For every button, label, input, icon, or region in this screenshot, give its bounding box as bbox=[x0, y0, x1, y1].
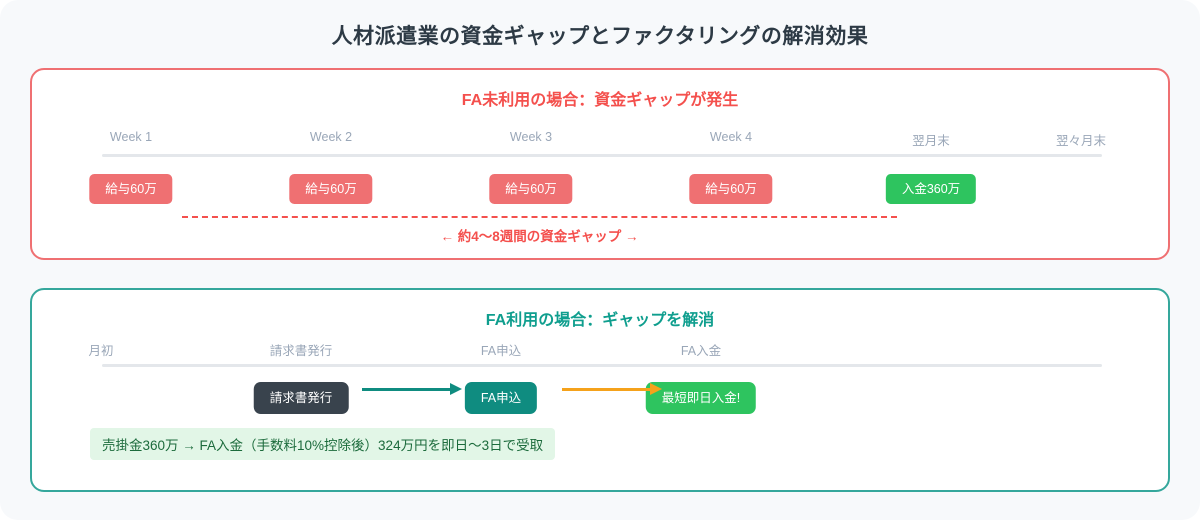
solved-timeline-axis bbox=[102, 364, 1102, 367]
solved-tick-fa-payment: FA入金 bbox=[680, 344, 722, 358]
gap-tick-week-1: Week 1 bbox=[109, 130, 153, 144]
gap-event-salary-1: 給与60万 bbox=[89, 174, 173, 204]
solved-step-fa-apply: FA申込 bbox=[464, 382, 538, 414]
card-funding-gap-title: FA未利用の場合：資金ギャップが発生 bbox=[461, 92, 739, 109]
solved-timeline: 月初 請求書発行 FA申込 FA入金 bbox=[32, 340, 1168, 367]
solved-tick-month-start: 月初 bbox=[88, 344, 114, 358]
gap-event-salary-2: 給与60万 bbox=[289, 174, 373, 204]
gap-tick-week-4: Week 4 bbox=[709, 130, 753, 144]
solved-tick-fa-apply: FA申込 bbox=[480, 344, 522, 358]
gap-timeline-tick-labels: Week 1 Week 2 Week 3 Week 4 翌月末 翌々月末 bbox=[32, 130, 1168, 150]
card-funding-gap: FA未利用の場合：資金ギャップが発生 Week 1 Week 2 Week 3 … bbox=[30, 68, 1170, 260]
card-gap-solved: FA利用の場合：ギャップを解消 月初 請求書発行 FA申込 FA入金 請求書発行… bbox=[30, 288, 1170, 492]
solved-note: 売掛金360万 → FA入金（手数料10%控除後）324万円を即日〜3日で受取 bbox=[90, 428, 556, 460]
arrow-apply-to-payment bbox=[562, 382, 662, 396]
gap-event-income: 入金360万 bbox=[885, 174, 977, 204]
gap-timeline: Week 1 Week 2 Week 3 Week 4 翌月末 翌々月末 bbox=[32, 130, 1168, 157]
gap-dashed-line bbox=[182, 216, 897, 218]
solved-tick-invoice-issue: 請求書発行 bbox=[269, 344, 333, 358]
gap-annotation-label: ← 約4〜8週間の資金ギャップ → bbox=[440, 229, 639, 244]
solved-step-invoice-issue: 請求書発行 bbox=[253, 382, 349, 414]
gap-event-salary-4: 給与60万 bbox=[689, 174, 773, 204]
gap-tick-next-month: 翌月末 bbox=[912, 134, 950, 148]
arrow-invoice-to-apply bbox=[362, 382, 462, 396]
gap-event-salary-3: 給与60万 bbox=[489, 174, 573, 204]
gap-timeline-axis bbox=[102, 154, 1102, 157]
solved-timeline-tick-labels: 月初 請求書発行 FA申込 FA入金 bbox=[32, 340, 1168, 360]
card-gap-solved-title: FA利用の場合：ギャップを解消 bbox=[485, 312, 715, 329]
gap-event-row: 給与60万 給与60万 給与60万 給与60万 入金360万 bbox=[32, 174, 1168, 208]
page-title: 人材派遣業の資金ギャップとファクタリングの解消効果 bbox=[331, 25, 869, 48]
gap-tick-week-2: Week 2 bbox=[309, 130, 353, 144]
gap-tick-month-after: 翌々月末 bbox=[1055, 134, 1107, 148]
solved-step-fa-payment: 最短即日入金! bbox=[645, 382, 757, 414]
solved-step-row: 請求書発行 FA申込 最短即日入金! bbox=[32, 382, 1168, 416]
gap-tick-week-3: Week 3 bbox=[509, 130, 553, 144]
